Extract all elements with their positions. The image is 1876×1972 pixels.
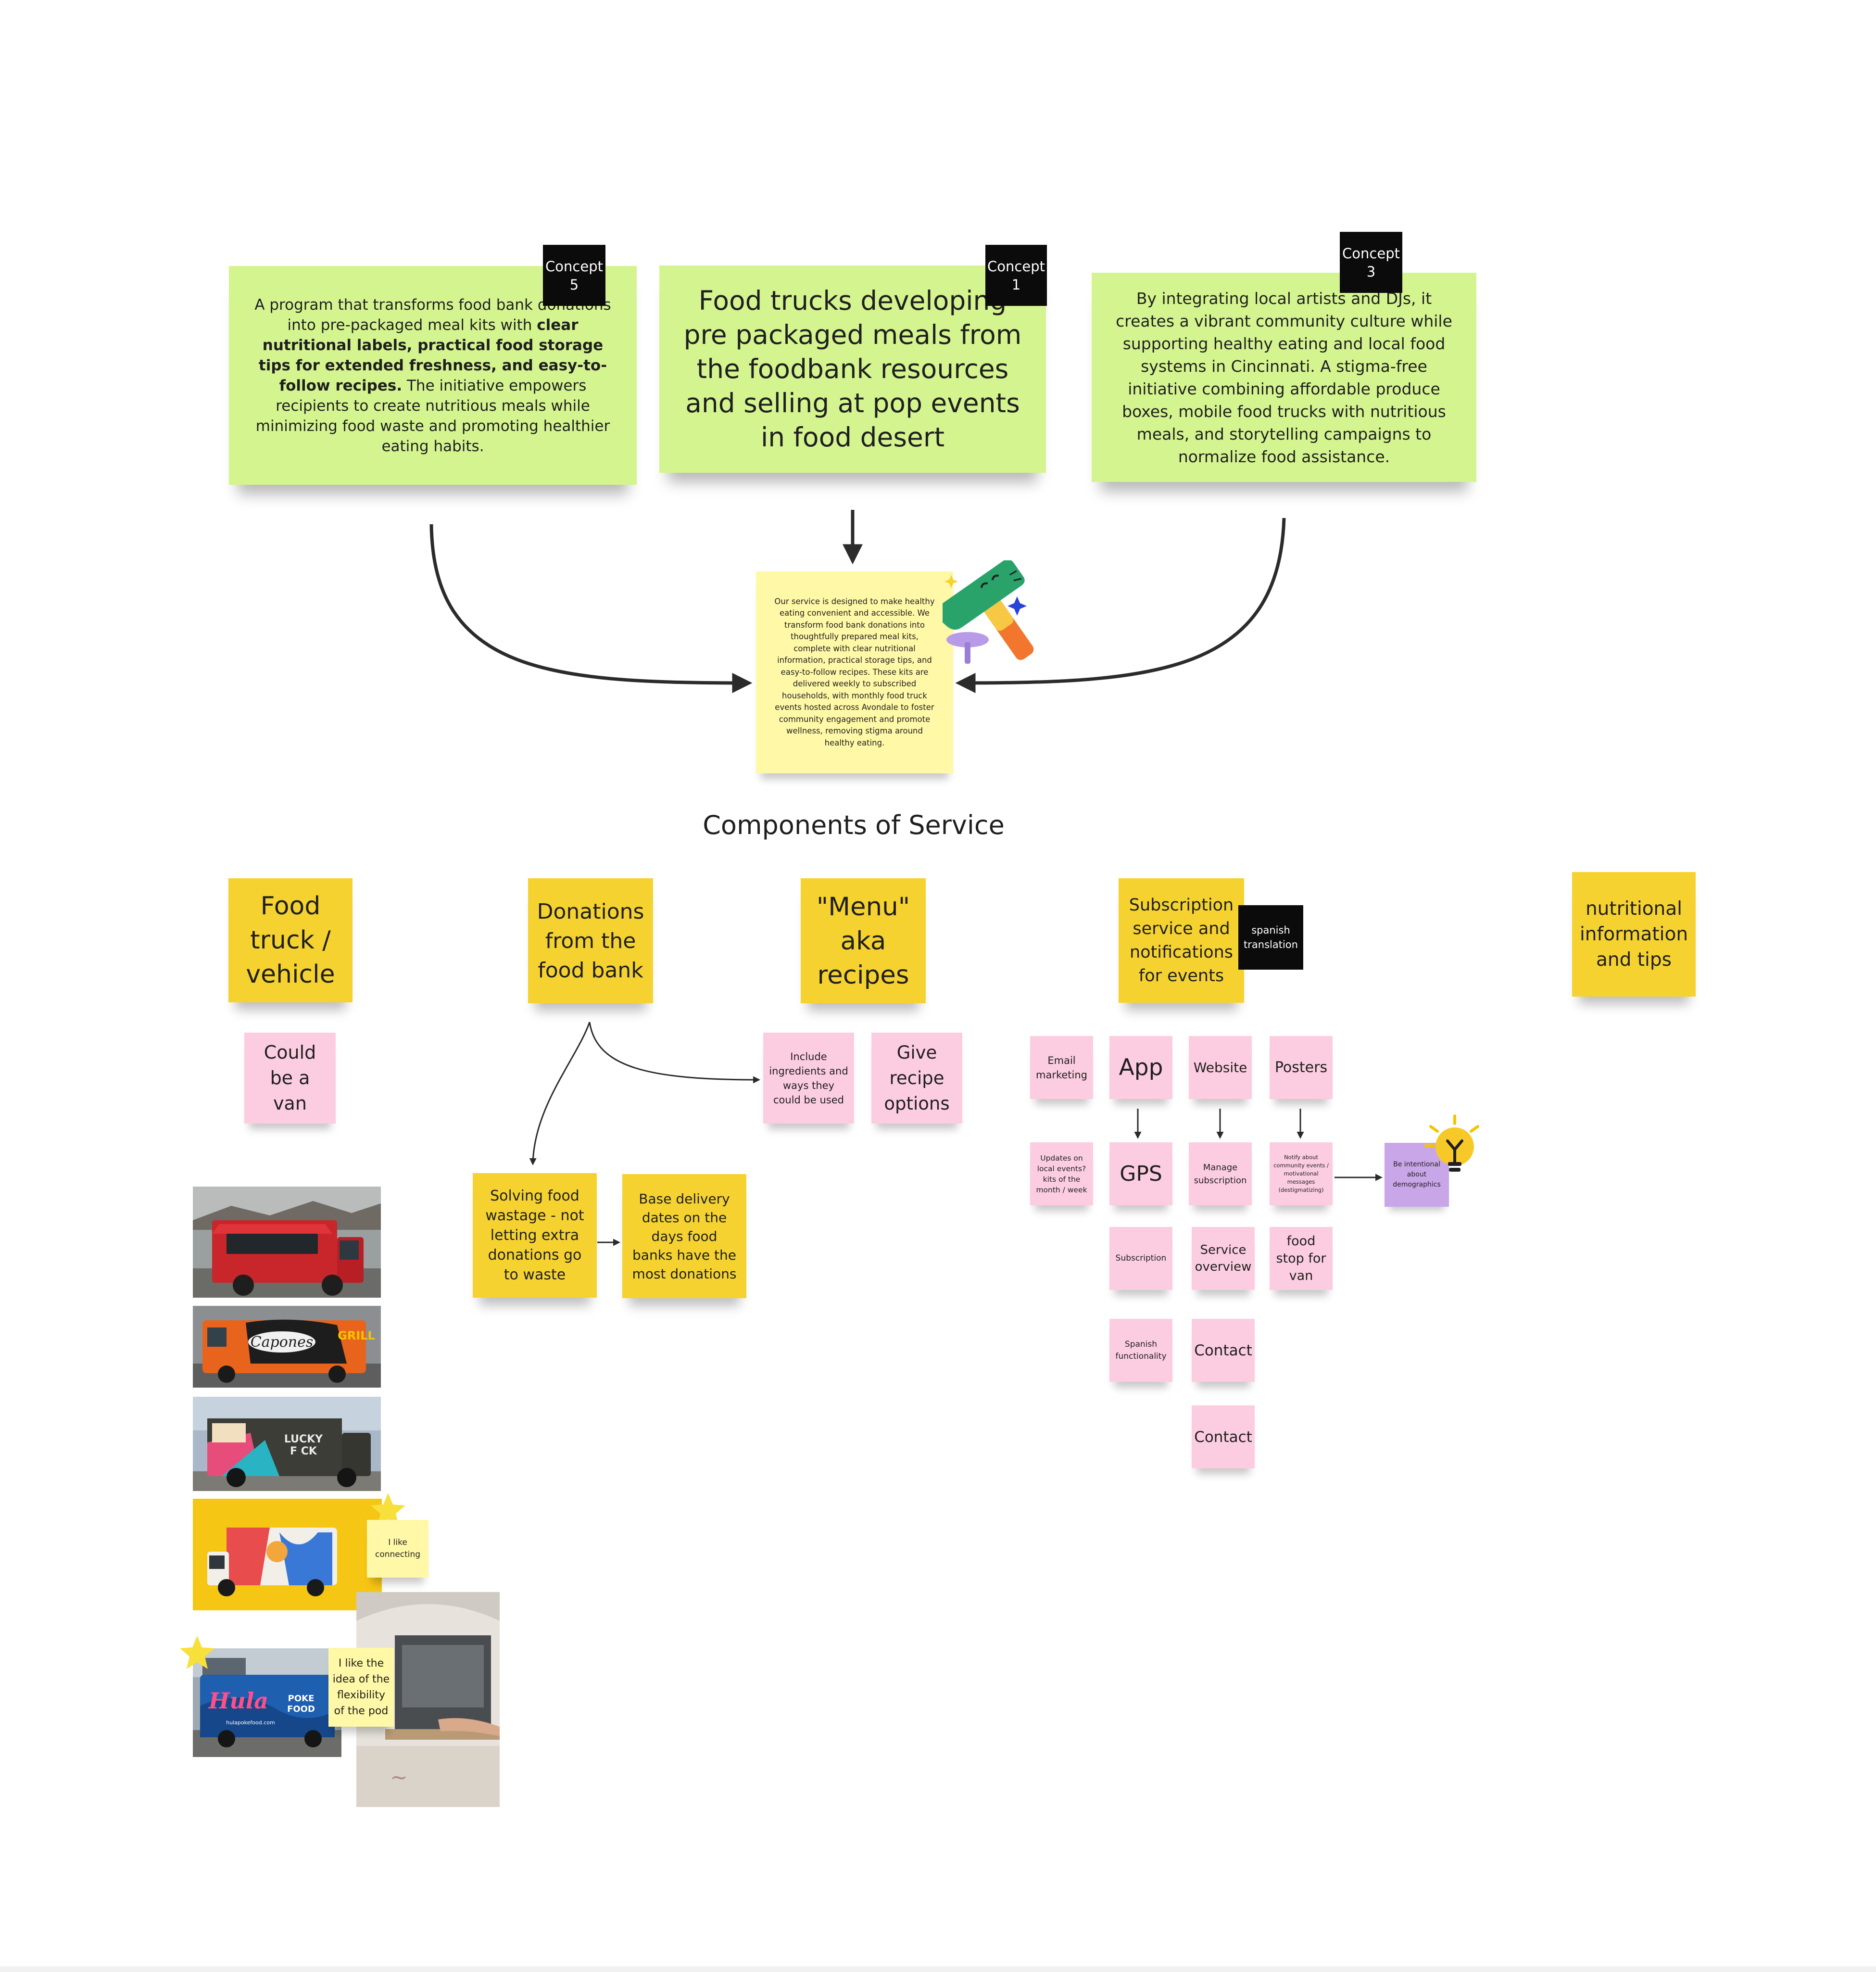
note-subscription[interactable]: Subscription [1109, 1227, 1172, 1290]
concept-3-note[interactable]: By integrating local artists and DJs, it… [1092, 273, 1476, 482]
note-spanish-functionality[interactable]: Spanish functionality [1109, 1319, 1172, 1382]
note-solving-waste-text: Solving food wastage - not letting extra… [485, 1188, 584, 1283]
capones-logo-text: Capones [251, 1334, 314, 1351]
note-could-be-van-text: Could be a van [264, 1042, 316, 1114]
poke-food-text: FOOD [287, 1704, 315, 1714]
grill-text: GRILL [338, 1329, 375, 1342]
note-app[interactable]: App [1109, 1036, 1172, 1099]
note-notify-events-text: Notify about community events / motivati… [1273, 1154, 1329, 1193]
note-updates-events-text: Updates on local events? kits of the mon… [1036, 1153, 1087, 1194]
component-nutritional-label: nutritional information and tips [1579, 898, 1688, 971]
note-service-overview[interactable]: Service overview [1192, 1227, 1255, 1290]
connector-donations-waste [529, 1022, 591, 1165]
note-notify-events[interactable]: Notify about community events / motivati… [1270, 1142, 1333, 1205]
note-posters-text: Posters [1274, 1059, 1328, 1076]
concept-1-tag[interactable]: Concept 1 [985, 245, 1047, 306]
hula-site-text: hulapokefood.com [226, 1719, 275, 1726]
component-food-truck-label: Food truck / vehicle [246, 891, 335, 989]
note-website[interactable]: Website [1189, 1036, 1252, 1099]
hammer-sticker-icon [943, 560, 1034, 664]
note-contact-2[interactable]: Contact [1192, 1405, 1255, 1468]
comment-like-connecting-text: I like connecting [375, 1538, 421, 1559]
concept-1-text: Food trucks developing pre packaged meal… [683, 285, 1022, 453]
component-subscription-label: Subscription service and notifications f… [1129, 895, 1234, 986]
note-base-delivery[interactable]: Base delivery dates on the days food ban… [622, 1174, 746, 1298]
connector-concept5-summary [429, 524, 753, 693]
note-solving-waste[interactable]: Solving food wastage - not letting extra… [473, 1173, 597, 1298]
component-menu[interactable]: "Menu" aka recipes [801, 878, 926, 1003]
component-subscription[interactable]: Subscription service and notifications f… [1119, 878, 1244, 1003]
note-updates-events[interactable]: Updates on local events? kits of the mon… [1030, 1142, 1093, 1205]
note-spanish-functionality-text: Spanish functionality [1115, 1339, 1167, 1361]
note-gps[interactable]: GPS [1109, 1142, 1172, 1205]
note-give-recipe[interactable]: Give recipe options [871, 1033, 962, 1124]
comment-like-connecting[interactable]: I like connecting [367, 1520, 428, 1578]
note-contact-1[interactable]: Contact [1192, 1319, 1255, 1382]
photo-food-pod[interactable]: ~ [356, 1592, 500, 1807]
star-sticker-icon [180, 1636, 214, 1669]
section-title: Components of Service [703, 810, 1005, 840]
note-manage-subscription-text: Manage subscription [1194, 1162, 1247, 1186]
note-be-intentional-text: Be intentional about demographics [1393, 1161, 1441, 1188]
note-service-overview-text: Service overview [1195, 1242, 1252, 1274]
note-posters[interactable]: Posters [1270, 1036, 1333, 1099]
star-sticker-icon [371, 1493, 405, 1526]
photo-capones-truck[interactable]: Capones GRILL [193, 1306, 381, 1388]
hula-logo-text: Hula [208, 1688, 268, 1714]
component-donations-label: Donations from the food bank [537, 899, 644, 983]
comment-like-pod[interactable]: I like the idea of the flexibility of th… [328, 1648, 394, 1727]
note-food-stop-text: food stop for van [1276, 1233, 1326, 1283]
photo-red-food-truck[interactable] [193, 1187, 381, 1298]
photo-yellow-illustrated-truck[interactable] [193, 1499, 382, 1610]
service-summary-note[interactable]: Our service is designed to make healthy … [756, 571, 953, 773]
photo-lucky-truck[interactable]: LUCKY F CK [193, 1397, 381, 1491]
component-menu-label: "Menu" aka recipes [816, 892, 910, 990]
component-food-truck[interactable]: Food truck / vehicle [228, 878, 353, 1002]
lightbulb-sticker-icon [1424, 1114, 1479, 1172]
component-donations[interactable]: Donations from the food bank [528, 878, 653, 1003]
concept-3-text: By integrating local artists and DJs, it… [1116, 289, 1452, 466]
note-website-text: Website [1193, 1059, 1247, 1075]
lucky-text: LUCKY [284, 1433, 323, 1445]
svg-text:~: ~ [390, 1765, 408, 1790]
note-contact-2-text: Contact [1194, 1428, 1252, 1446]
component-nutritional[interactable]: nutritional information and tips [1572, 872, 1696, 997]
spanish-translation-tag[interactable]: spanish translation [1238, 905, 1303, 970]
note-manage-subscription[interactable]: Manage subscription [1189, 1142, 1252, 1205]
note-contact-1-text: Contact [1194, 1341, 1252, 1359]
note-gps-text: GPS [1120, 1161, 1162, 1186]
concept-5-text: A program that transforms food bank dona… [254, 296, 611, 455]
photo-hula-poke-truck[interactable]: Hula POKE FOOD hulapokefood.com [193, 1648, 341, 1757]
note-could-be-van[interactable]: Could be a van [244, 1033, 336, 1124]
comment-like-pod-text: I like the idea of the flexibility of th… [332, 1657, 390, 1717]
fck-text: F CK [290, 1445, 317, 1457]
note-food-stop[interactable]: food stop for van [1270, 1227, 1333, 1290]
poke-text: POKE [288, 1694, 315, 1704]
note-base-delivery-text: Base delivery dates on the days food ban… [632, 1190, 737, 1282]
note-email-marketing-text: Email marketing [1036, 1054, 1087, 1081]
note-include-ingredients-text: Include ingredients and ways they could … [769, 1050, 848, 1106]
connector-donations-ingredients [589, 1022, 760, 1084]
note-give-recipe-text: Give recipe options [884, 1042, 950, 1114]
concept-5-tag[interactable]: Concept 5 [543, 245, 605, 306]
note-subscription-text: Subscription [1115, 1253, 1167, 1263]
concept-3-tag[interactable]: Concept 3 [1340, 232, 1402, 293]
note-email-marketing[interactable]: Email marketing [1030, 1036, 1093, 1099]
service-summary-text: Our service is designed to make healthy … [774, 596, 935, 747]
canvas-bottom-bar [0, 1966, 1876, 1972]
concept-1-note[interactable]: Food trucks developing pre packaged meal… [659, 265, 1046, 473]
note-include-ingredients[interactable]: Include ingredients and ways they could … [763, 1033, 854, 1124]
note-app-text: App [1119, 1054, 1163, 1081]
